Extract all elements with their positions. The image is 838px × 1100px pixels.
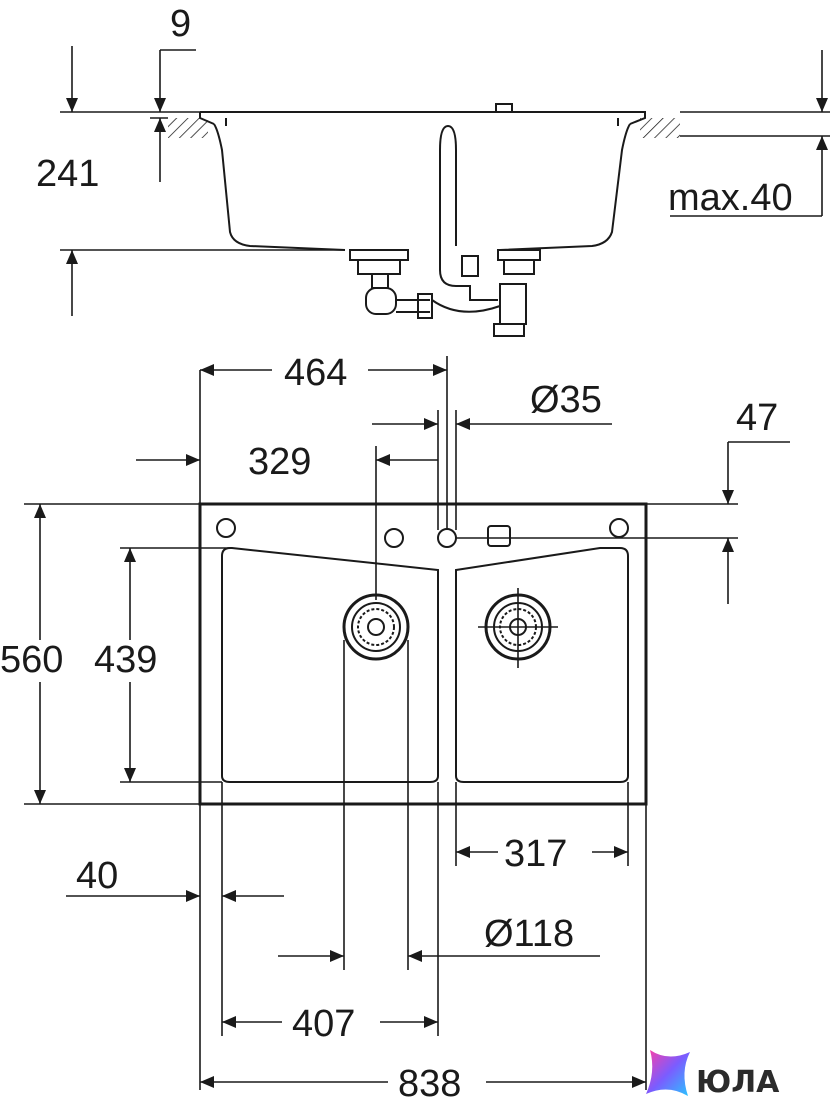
dim-max-counter: max.40 <box>668 177 793 219</box>
dim-lip-thickness: 9 <box>170 3 191 45</box>
dim-bowl-depth: 241 <box>36 153 99 195</box>
tap-hole-2 <box>384 528 404 548</box>
drain-trap-right <box>431 246 541 337</box>
sink-lip <box>199 111 646 125</box>
drain-trap-left <box>349 249 433 319</box>
dim-overall-depth: 560 <box>0 639 63 681</box>
left-drain <box>342 593 410 661</box>
bowl-profile <box>213 123 631 251</box>
dim-tap-hole: Ø35 <box>530 379 602 421</box>
tap-hole-4 <box>609 518 629 538</box>
tap-hole-1 <box>216 518 236 538</box>
countertop-left-hatch <box>168 118 208 138</box>
dim-overall-width: 838 <box>398 1063 461 1100</box>
brand-logo: ЮЛА <box>646 1050 780 1100</box>
countertop-right-hatch <box>640 118 680 138</box>
side-view: 9 241 max.40 <box>36 3 830 337</box>
bowl-divider <box>439 124 457 246</box>
dim-bowl-left-width: 464 <box>284 352 347 394</box>
dim-bowl-right-width: 317 <box>504 833 567 875</box>
sink-outline <box>198 502 648 806</box>
overflow-button <box>487 525 511 547</box>
logo-icon <box>646 1050 690 1096</box>
dim-drain-offset: 329 <box>248 441 311 483</box>
dim-bowl-left-inner: 407 <box>292 1003 355 1045</box>
dim-bowl-depth-inner: 439 <box>94 639 157 681</box>
dim-margin: 40 <box>76 855 118 897</box>
right-bowl <box>455 547 629 783</box>
left-bowl <box>221 547 439 783</box>
right-drain <box>478 588 558 668</box>
top-view: 464 Ø35 47 329 560 439 <box>0 352 790 1100</box>
tap-hole-3 <box>437 528 457 548</box>
dim-drain-diameter: Ø118 <box>484 913 574 955</box>
logo-text: ЮЛА <box>696 1065 780 1100</box>
dim-tap-hole-edge: 47 <box>736 397 778 439</box>
